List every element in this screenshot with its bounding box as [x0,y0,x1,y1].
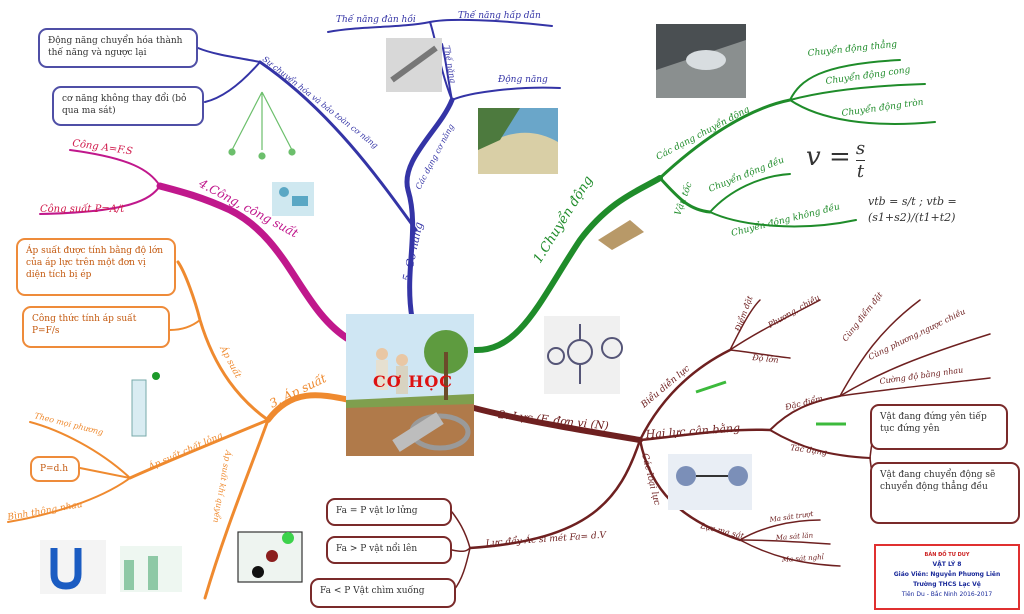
velocity-label: Vận tốc [672,181,694,217]
direction-label: Phương, chiều [766,293,822,330]
liquid-pressure-label: Áp suất chất lỏng [145,429,224,473]
credit-box: BẢN ĐỒ TƯ DUY VẬT LÝ 8 Giáo Viên: Nguyễn… [874,544,1020,610]
magnitude-label: Độ lớn [751,353,779,365]
characteristics-label: Đặc điểm [783,394,824,412]
friction-label: Lực ma sát [699,521,746,541]
same-point-label: Cùng điểm đặt [840,290,884,343]
average-velocity-formula: vtb = s/t ; vtb = (s1+s2)/(t1+t2) [868,195,957,224]
gravitational-potential-label: Thế năng hấp dẫn [458,10,541,21]
pressure-label: 3. Áp suất [267,370,329,411]
branch-force [451,299,991,591]
pressure-box-definition: Áp suất được tính bằng độ lớn của áp lực… [16,238,176,296]
liquid-pressure-formula-box: P=d.h [30,456,80,482]
tug-of-war-image [668,454,752,510]
motion-label: 1.Chuyển động [530,173,596,266]
credit-line-2: VẬT LÝ 8 [932,561,962,568]
branch-energy [197,18,561,321]
car-photo [656,24,746,98]
circular-motion-label: Chuyển động tròn [841,96,925,119]
dynamometer-image [544,316,623,394]
energy-label: 5. Cơ năng [400,221,425,283]
straight-motion-label: Chuyển động thẳng [807,38,898,59]
all-directions-label: Theo mọi phương [34,411,105,437]
communicating-vessels-label: Bình thông nhau [6,499,84,523]
application-point-label: Điểm đặt [733,294,755,334]
credit-line-3: Giáo Viên: Nguyễn Phương Liên [893,571,1001,578]
branch-motion [471,59,936,354]
energy-forms-label: Các dạng cơ năng [414,123,456,191]
beach-photo [478,108,558,174]
pendulum-sketch [228,91,296,160]
velocity-fraction: s t [855,138,866,183]
force-label: 2. Lực (F, đơn vị (N) [497,408,610,433]
curved-motion-label: Chuyển động cong [825,63,911,87]
vessels-image [120,546,182,592]
buoyancy-sinking-box: Fa < P Vật chìm xuống [310,578,456,608]
kinetic-energy-label: Động năng [497,74,548,85]
velocity-numerator: s [855,138,866,161]
pressure-box-formula: Công thức tính áp suất P=F/s [22,306,170,348]
credit-line-1: BẢN ĐỒ TƯ DUY [924,552,970,558]
velocity-denominator: t [856,161,865,182]
effect-label: Tác dụng [790,443,828,457]
u-tube-image [40,540,106,594]
buoyancy-label: Lực đẩy Ác si mét Fa= d.V [484,529,608,550]
bricks-photo [598,220,644,250]
pressure-sub-label: Áp suất [217,343,245,380]
elastic-potential-label: Thế năng đàn hồi [336,14,416,25]
power-formula-label: Công suất P=A/t [40,204,125,215]
worker-sketch [272,182,314,216]
buoyancy-beaker [237,531,303,583]
velocity-formula: v = s t [806,138,866,183]
motion-types-label: Các dạng chuyển động [654,103,752,163]
force-types-label: Các loại lực [639,452,663,506]
center-title: CƠ HỌC [372,372,454,391]
force-representation-label: Biểu diễn lực [637,362,692,411]
credit-line-4: Trường THCS Lạc Vệ [913,581,981,588]
velocity-formula-lhs: v = [806,142,851,172]
energy-box-2: cơ năng không thay đổi (bỏ qua ma sát) [52,86,204,126]
force-arrow-a [695,380,727,394]
center-image [346,314,474,456]
uniform-motion-label: Chuyển động đều [707,153,786,194]
nonuniform-motion-label: Chuyển động không đều [730,200,841,239]
pressure-tube-sketch [131,372,160,437]
buoyancy-floating-box: Fa = P vật lơ lửng [326,498,452,526]
energy-box-1: Động năng chuyển hóa thành thế năng và n… [38,28,198,68]
atmospheric-pressure-label: Áp suất khí quyển [211,449,233,524]
static-friction-label: Ma sát nghỉ [781,552,825,564]
branch-pressure [7,260,353,600]
branch-work [39,149,354,344]
balanced-rest-box: Vật đang đứng yên tiếp tục đứng yên [870,404,1008,450]
buoyancy-rising-box: Fa > P vật nổi lên [326,536,452,564]
spring-photo [386,38,442,92]
balanced-forces-label: Hai lực cân bằng [644,421,740,441]
rolling-friction-label: Ma sát lăn [775,531,814,542]
energy-conservation-label: Sự chuyển hóa và bảo toàn cơ năng [261,54,380,150]
credit-line-5: Tiên Du - Bắc Ninh 2016-2017 [901,591,993,598]
balanced-motion-box: Vật đang chuyển động sẽ chuyển động thẳn… [870,462,1020,524]
